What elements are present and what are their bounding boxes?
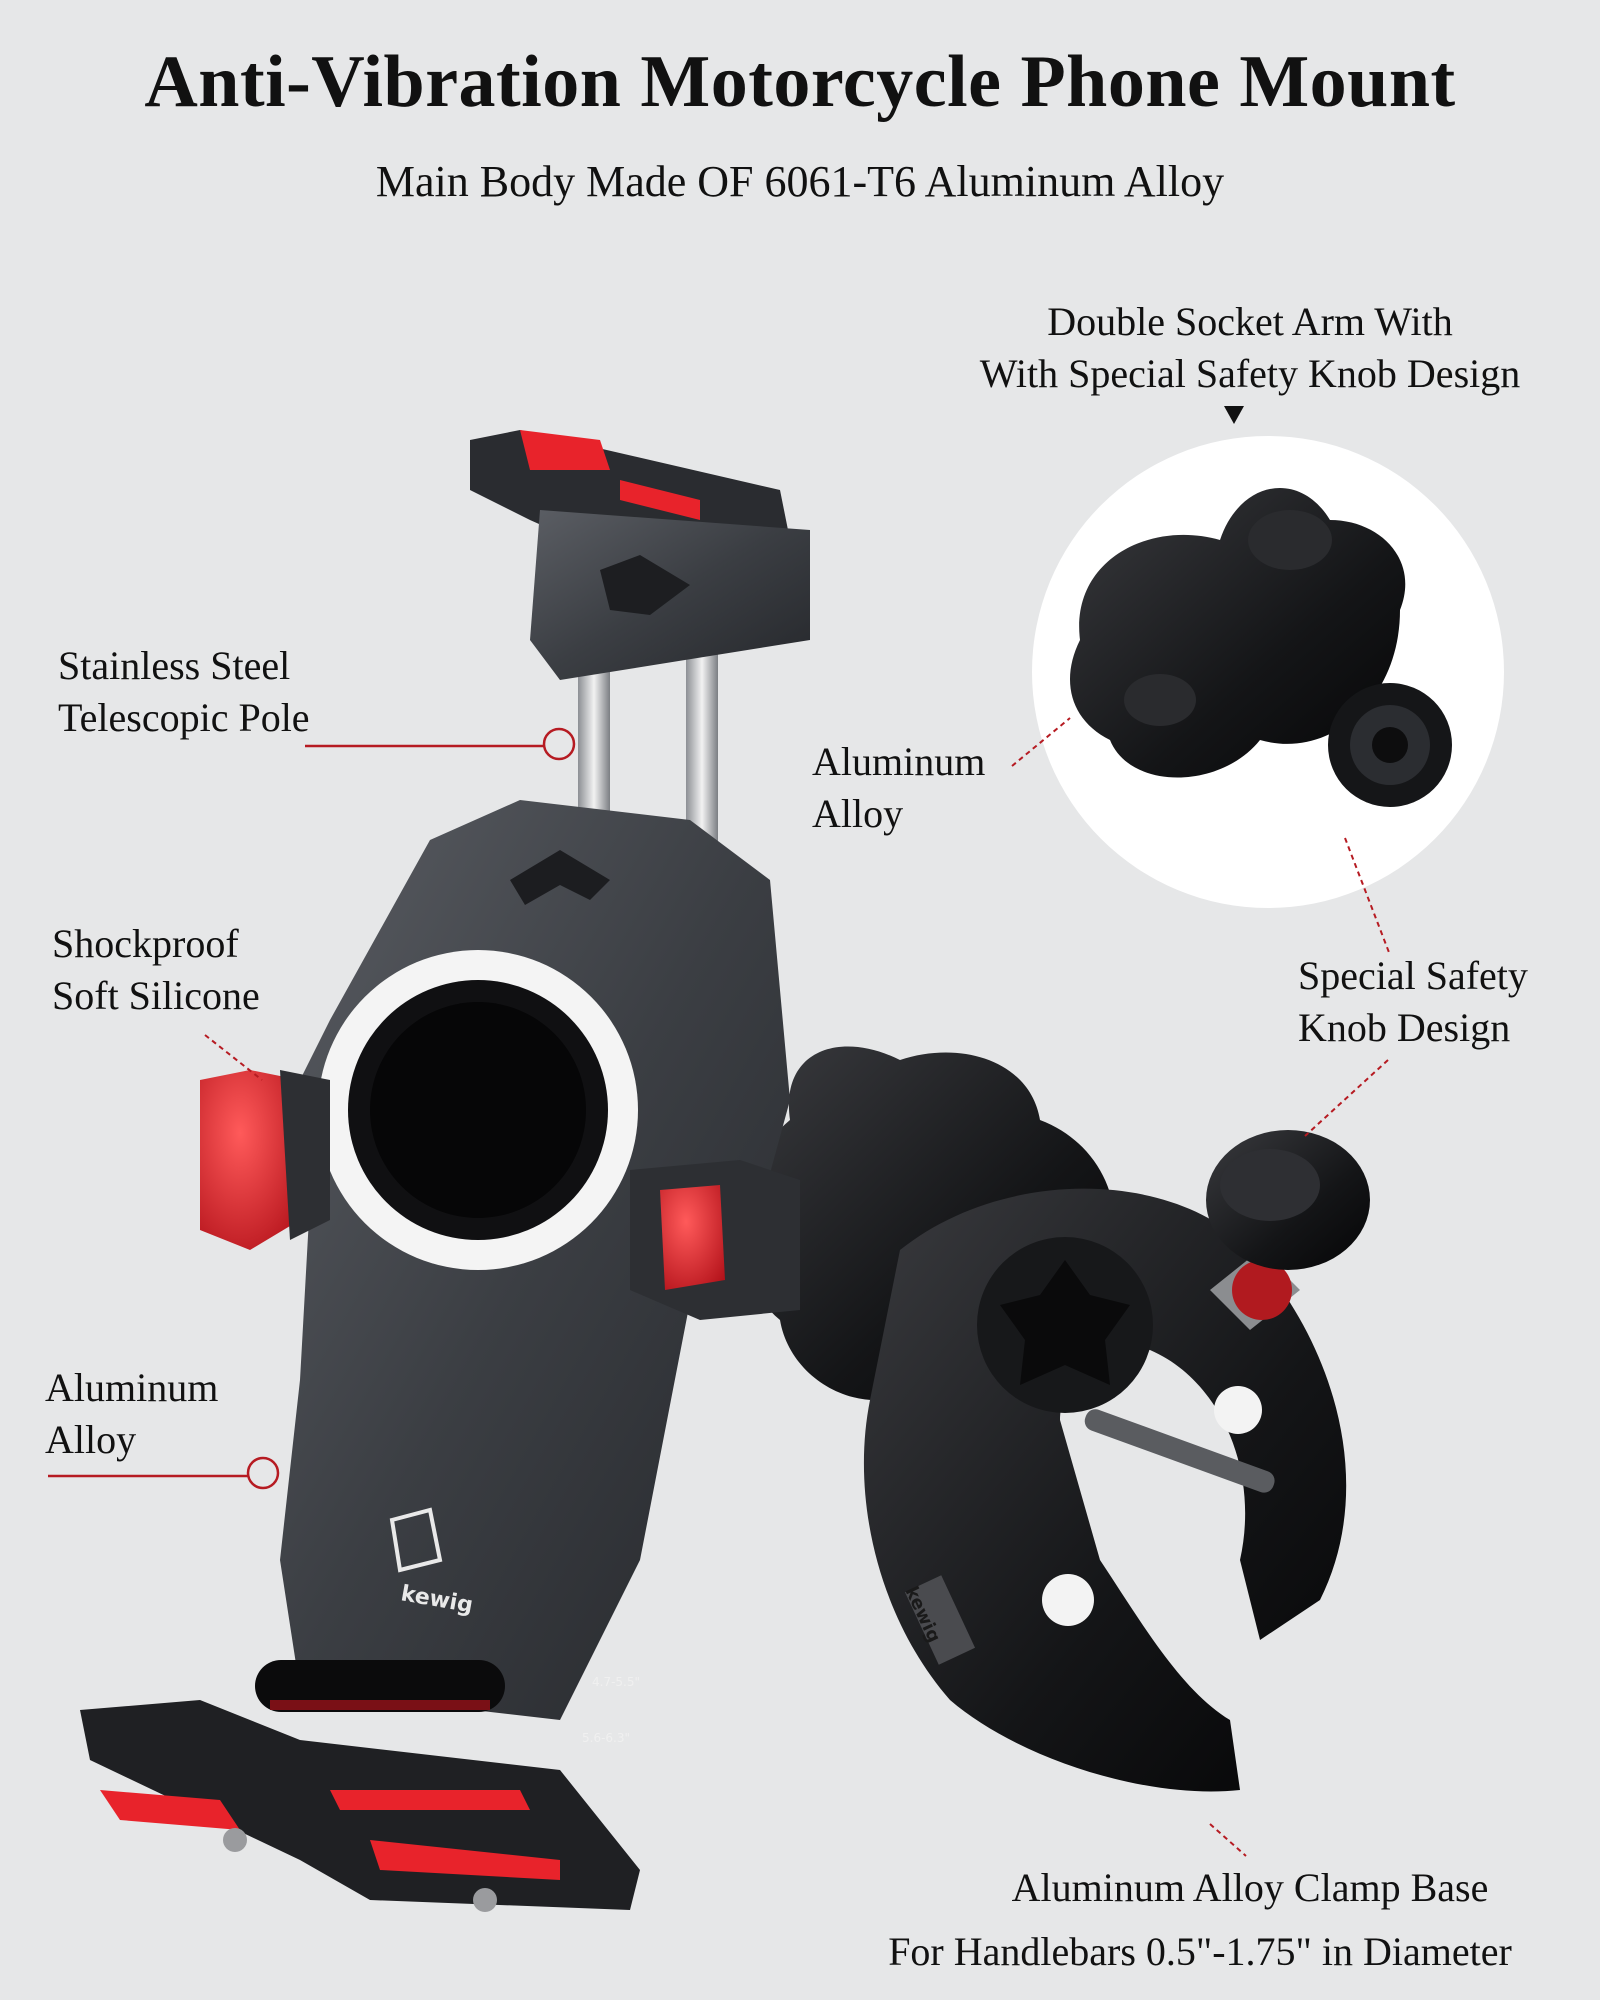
telescopic-pole-right <box>686 650 718 850</box>
page-subtitle: Main Body Made OF 6061-T6 Aluminum Alloy <box>375 157 1225 206</box>
phone-holder-body <box>255 800 790 1720</box>
label-arm-aluminum: Aluminum Alloy <box>812 736 985 840</box>
clamp-base <box>739 1046 1370 1792</box>
label-clamp-line1: Aluminum Alloy Clamp Base <box>1011 1865 1489 1910</box>
label-silicone-line2: Soft Silicone <box>52 973 260 1018</box>
label-knob-line2: Knob Design <box>1298 1005 1511 1050</box>
label-socket-arm-line1: Double Socket Arm With <box>1047 299 1453 344</box>
size-mark-1: 4.7-5.5" <box>592 1675 640 1689</box>
socket-arm-inset <box>1032 436 1504 908</box>
brand-logo-mark <box>389 1507 443 1573</box>
down-arrow-icon <box>1224 406 1244 424</box>
label-clamp-base: Aluminum Alloy Clamp Base For Handlebars… <box>830 1856 1570 1984</box>
label-knob-line1: Special Safety <box>1298 953 1528 998</box>
silicone-pad-right <box>630 1160 800 1320</box>
top-gripper <box>470 430 810 680</box>
bottom-gripper <box>80 1700 640 1912</box>
label-socket-arm-line2: With Special Safety Knob Design <box>979 351 1521 396</box>
label-soft-silicone: Shockproof Soft Silicone <box>52 918 260 1022</box>
label-body-alloy-line2: Alloy <box>45 1417 137 1462</box>
size-mark-2: 5.6-6.3" <box>582 1731 630 1745</box>
label-arm-alloy-line2: Alloy <box>812 791 904 836</box>
label-silicone-line1: Shockproof <box>52 921 239 966</box>
page-title: Anti-Vibration Motorcycle Phone Mount <box>144 41 1456 123</box>
label-pole-line1: Stainless Steel <box>58 643 291 688</box>
label-body-aluminum: Aluminum Alloy <box>45 1362 218 1466</box>
label-safety-knob: Special Safety Knob Design <box>1298 950 1528 1054</box>
silicone-pad-left <box>200 1070 330 1250</box>
label-arm-alloy-line1: Aluminum <box>812 739 986 784</box>
label-clamp-line2: For Handlebars 0.5"-1.75" in Diameter <box>888 1929 1512 1974</box>
callout-lines <box>48 717 1391 1857</box>
label-pole-line2: Telescopic Pole <box>58 695 310 740</box>
label-telescopic-pole: Stainless Steel Telescopic Pole <box>58 640 310 744</box>
label-body-alloy-line1: Aluminum <box>45 1365 219 1410</box>
label-socket-arm: Double Socket Arm With With Special Safe… <box>930 296 1570 400</box>
